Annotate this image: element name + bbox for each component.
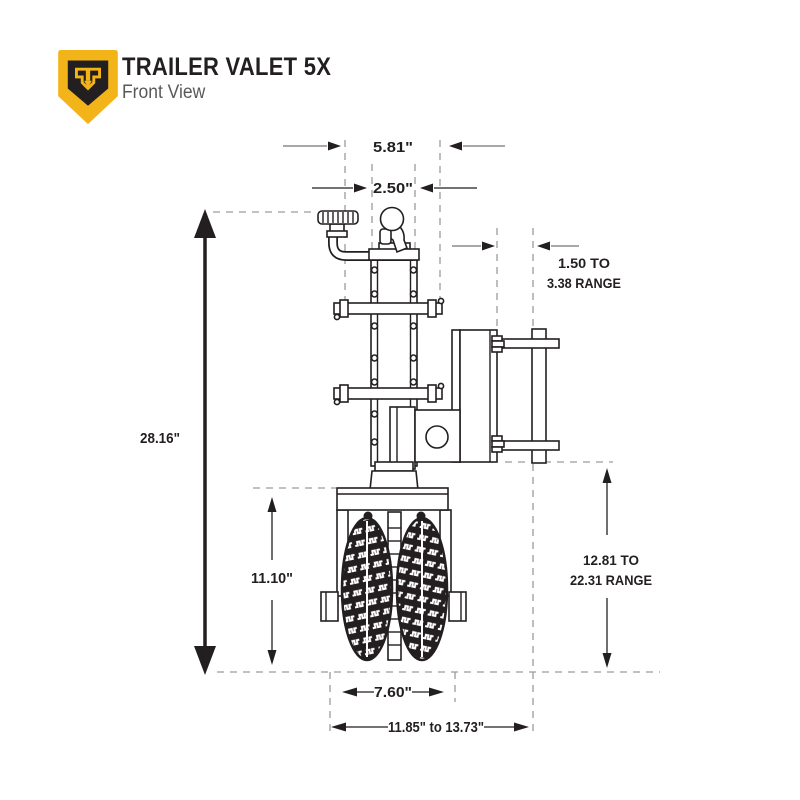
left-wheel	[340, 516, 394, 662]
dim-label-track-width: 7.60"	[374, 684, 412, 701]
dim-overall-height: 28.16"	[140, 209, 216, 675]
axle-stubs	[320, 591, 467, 622]
dim-label-overall-height: 28.16"	[140, 430, 180, 447]
dim-top-width: 5.81"	[283, 139, 505, 156]
crank-knob-ribs	[322, 212, 354, 223]
dim-clamp-range: 1.50 TO 3.38 RANGE	[452, 241, 621, 291]
dim-label-clamp-range-1: 1.50 TO	[558, 255, 610, 271]
dim-label-overall-width: 11.85" to 13.73"	[388, 719, 484, 736]
dim-overall-width: 11.85" to 13.73"	[331, 719, 529, 736]
clamp-outer-bar	[531, 328, 547, 464]
clamp-plate	[459, 329, 498, 463]
trailer-valet-shield-icon	[58, 49, 118, 125]
dim-label-lift-range-1: 12.81 TO	[583, 552, 639, 568]
drive-block	[389, 406, 461, 470]
cross-pin-top	[333, 297, 445, 321]
swivel-bracket	[369, 461, 419, 491]
housing-plate	[336, 487, 449, 511]
clamp-bolts	[491, 335, 505, 453]
dim-track-width: 7.60"	[342, 684, 444, 701]
dim-wheel-height: 11.10"	[251, 497, 293, 665]
crank-handle	[317, 210, 413, 261]
dim-label-coupler-width: 2.50"	[373, 180, 413, 197]
mounting-clamp	[451, 328, 560, 464]
dim-label-top-width: 5.81"	[373, 139, 413, 156]
clamp-rod-top	[496, 338, 560, 349]
top-plate	[368, 242, 420, 261]
dim-lift-range: 12.81 TO 22.31 RANGE	[570, 468, 652, 668]
dim-coupler-width: 2.50"	[312, 180, 477, 197]
reference-dashed-lines	[213, 140, 660, 735]
trailer-jack-drawing	[317, 206, 560, 662]
latch-handle	[379, 206, 409, 254]
dim-label-wheel-height: 11.10"	[251, 570, 293, 587]
product-title: TRAILER VALET 5X	[122, 53, 332, 81]
cross-pin-bottom	[333, 382, 445, 406]
dim-label-clamp-range-2: 3.38 RANGE	[547, 275, 621, 291]
view-label: Front View	[122, 82, 206, 103]
right-wheel	[395, 516, 449, 662]
clamp-rod-bottom	[496, 440, 560, 451]
dim-label-lift-range-2: 22.31 RANGE	[570, 572, 652, 588]
